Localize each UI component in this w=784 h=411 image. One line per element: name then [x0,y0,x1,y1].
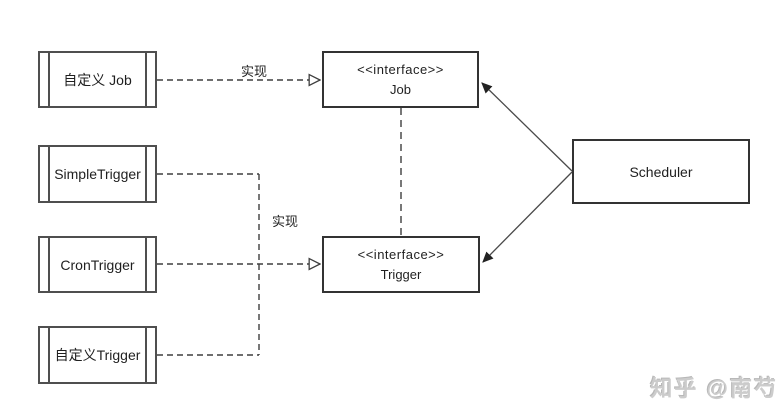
job-interface-name: Job [390,82,411,97]
edge-label-realize-trigger: 实现 [272,214,299,229]
node-cron-trigger-label: CronTrigger [60,256,135,273]
component-side-bar-right [145,238,147,291]
node-simple-trigger-label: SimpleTrigger [54,166,141,182]
component-side-bar-left [48,328,50,382]
edge-label-realize-job: 实现 [241,64,268,79]
node-cron-trigger: CronTrigger [38,236,157,293]
association-edge-scheduler-to-job [481,82,573,172]
trigger-interface-name: Trigger [380,267,422,282]
node-custom-trigger: 自定义Trigger [38,326,157,384]
node-custom-job: 自定义 Job [38,51,157,108]
component-side-bar-right [145,147,147,201]
trigger-interface-stereotype: <<interface>> [357,247,445,262]
node-trigger-interface: <<interface>> Trigger [322,236,480,293]
node-custom-job-label: 自定义 Job [63,71,132,88]
node-simple-trigger: SimpleTrigger [38,145,157,203]
node-scheduler: Scheduler [572,139,750,204]
component-side-bar-left [48,238,50,291]
node-scheduler-label: Scheduler [629,163,693,180]
component-side-bar-left [48,147,50,201]
component-side-bar-right [145,53,147,106]
zhihu-watermark: 知乎 @南芍 [650,376,778,401]
node-job-interface: <<interface>> Job [322,51,479,108]
node-custom-trigger-label: 自定义Trigger [54,347,141,363]
component-side-bar-left [48,53,50,106]
association-edge-scheduler-to-trigger [482,171,573,263]
job-interface-stereotype: <<interface>> [357,62,444,77]
component-side-bar-right [145,328,147,382]
